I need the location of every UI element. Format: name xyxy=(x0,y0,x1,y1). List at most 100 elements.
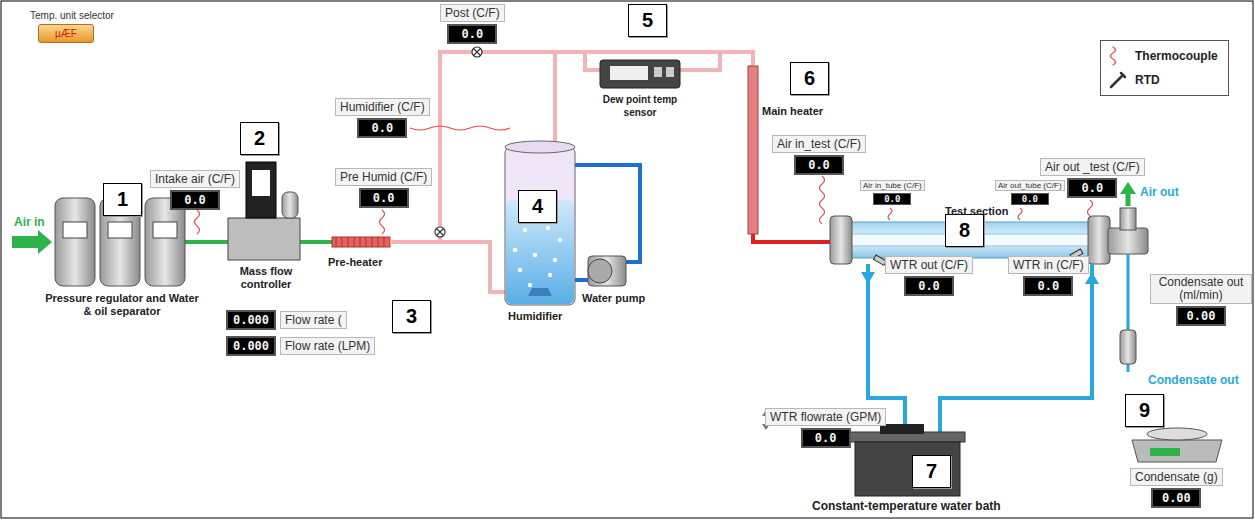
readout-label: Condensate out (ml/min) xyxy=(1150,274,1252,304)
part-label: Main heater xyxy=(762,105,823,118)
callout-box: 1 xyxy=(103,183,142,216)
legend-row: Thermocouple xyxy=(1107,45,1218,67)
readout-value: 0.00 xyxy=(1176,306,1226,326)
main-heater xyxy=(748,66,758,234)
readout-value: 0.0 xyxy=(873,193,911,205)
part-label: Condensate out xyxy=(1148,374,1239,387)
readout-label: Air out_tube (C/F) xyxy=(995,180,1065,191)
callout-box: 3 xyxy=(392,300,431,333)
readout-display: Pre Humid (C/F) 0.0 xyxy=(335,168,432,208)
callout-box: 6 xyxy=(790,62,829,95)
callout-box: 8 xyxy=(945,214,984,247)
air-out-arrow xyxy=(1120,182,1136,194)
readout-display: Post (C/F) 0.0 xyxy=(440,4,505,44)
readout-display: WTR in (C/F) 0.0 xyxy=(1008,256,1089,296)
readout-label: Air out _test (C/F) xyxy=(1040,158,1145,176)
readout-display: Intake air (C/F) 0.0 xyxy=(150,170,240,210)
part-label: Water pump xyxy=(582,292,645,305)
callout-number: 9 xyxy=(1139,399,1150,422)
readout-value: 0.0 xyxy=(359,188,409,208)
part-label: Dew point temp sensor xyxy=(588,93,692,119)
readout-display: Flow rate (0.000 xyxy=(226,310,347,330)
readout-value: 0.0 xyxy=(170,190,220,210)
air-in-arrow xyxy=(12,230,52,254)
callout-number: 5 xyxy=(642,9,653,32)
legend-sample xyxy=(1107,69,1129,91)
water-bath xyxy=(850,424,965,496)
readout-label: Air in_test (C/F) xyxy=(772,135,866,153)
readout-value: 0.0 xyxy=(357,118,407,138)
readout-value: 0.0 xyxy=(1023,276,1073,296)
callout-number: 4 xyxy=(532,195,543,218)
part-label: Pressure regulator and Water & oil separ… xyxy=(42,292,202,318)
water-pump xyxy=(588,256,626,286)
legend-text: Thermocouple xyxy=(1135,49,1218,63)
unit-toggle-button: µÆF xyxy=(38,24,94,43)
readout-value: 0.000 xyxy=(226,336,276,356)
readout-label: Flow rate ( xyxy=(280,311,347,329)
callout-number: 6 xyxy=(804,67,815,90)
callout-box: 5 xyxy=(628,4,667,37)
readout-display: Condensate out (ml/min)0.00 xyxy=(1150,274,1252,326)
callout-number: 8 xyxy=(959,219,970,242)
readout-display: WTR out (C/F) 0.0 xyxy=(885,256,973,296)
balance-scale xyxy=(1132,428,1222,462)
readout-value: 0.0 xyxy=(801,428,851,448)
readout-display: WTR flowrate (GPM) 0.0 xyxy=(765,408,886,448)
flow-arrow xyxy=(861,272,875,284)
readout-display: Condensate (g) 0.00 xyxy=(1130,468,1223,508)
part-label: Mass flow controller xyxy=(224,265,308,291)
readout-label: WTR in (C/F) xyxy=(1008,256,1089,274)
part-label: Air out xyxy=(1140,186,1179,199)
legend-text: RTD xyxy=(1135,73,1160,87)
air-out-arrow xyxy=(1126,192,1131,206)
callout-box: 9 xyxy=(1125,394,1164,427)
readout-value: 0.000 xyxy=(226,310,276,330)
readout-display: Flow rate (LPM)0.000 xyxy=(226,336,375,356)
unit-selector: Temp. unit selector µÆF xyxy=(30,10,114,43)
readout-label: Intake air (C/F) xyxy=(150,170,240,188)
callout-number: 1 xyxy=(117,188,128,211)
part-label: Pre-heater xyxy=(328,256,382,269)
hot-air-pipe xyxy=(753,234,832,242)
readout-value: 0.0 xyxy=(1011,193,1049,205)
coolant-pipe xyxy=(868,264,1092,432)
readout-label: Condensate (g) xyxy=(1130,468,1223,486)
readout-label: WTR out (C/F) xyxy=(885,256,973,274)
readout-label: Flow rate (LPM) xyxy=(280,337,375,355)
readout-display: Air out_tube (C/F) 0.0 xyxy=(995,180,1065,205)
legend-row: RTD xyxy=(1107,69,1218,91)
readout-value: 0.0 xyxy=(794,155,844,175)
readout-display: Air in_tube (C/F) 0.0 xyxy=(860,180,925,205)
dew-point-sensor xyxy=(600,60,680,88)
readout-value: 0.0 xyxy=(904,276,954,296)
button-caption: Temp. unit selector xyxy=(30,10,114,21)
callout-number: 7 xyxy=(926,460,937,483)
readout-label: Pre Humid (C/F) xyxy=(335,168,432,186)
legend-sample xyxy=(1107,45,1129,67)
callout-box: 2 xyxy=(240,122,279,155)
callout-box: 4 xyxy=(518,190,557,223)
part-label: Humidifier xyxy=(508,310,562,323)
heater-coil xyxy=(336,237,384,247)
legend-box: ThermocoupleRTD xyxy=(1100,40,1229,96)
pre-heater xyxy=(332,237,390,247)
readout-label: WTR flowrate (GPM) xyxy=(765,408,886,426)
humidifier-vessel xyxy=(505,141,575,305)
callout-number: 3 xyxy=(406,305,417,328)
callout-box: 7 xyxy=(912,455,951,488)
readout-display: Humidifier (C/F) 0.0 xyxy=(335,98,430,138)
part-label: Constant-temperature water bath xyxy=(812,500,1001,513)
readout-display: Air out _test (C/F) 0.0 xyxy=(1040,158,1145,198)
callout-number: 2 xyxy=(254,127,265,150)
readout-value: 0.00 xyxy=(1151,488,1201,508)
readout-display: Air in_test (C/F) 0.0 xyxy=(772,135,866,175)
condensate-trap xyxy=(1120,330,1136,364)
readout-label: Air in_tube (C/F) xyxy=(860,180,925,191)
readout-value: 0.0 xyxy=(1067,178,1117,198)
bubbles xyxy=(513,213,562,287)
readout-value: 0.0 xyxy=(447,24,497,44)
readout-label: Post (C/F) xyxy=(440,4,505,22)
readout-label: Humidifier (C/F) xyxy=(335,98,430,116)
